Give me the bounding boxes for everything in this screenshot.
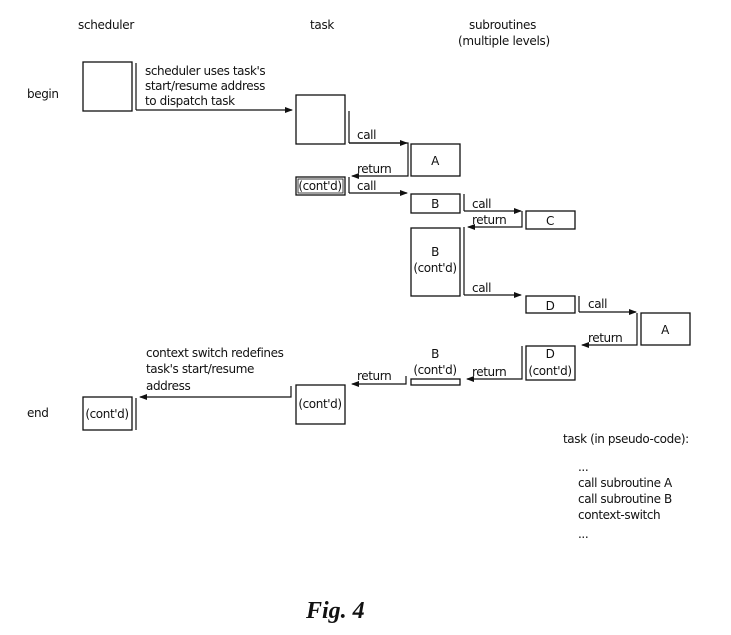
task-contd1-inner	[297, 178, 344, 194]
task-contd2-box	[295, 384, 346, 425]
call-b-label: call	[357, 179, 376, 193]
scheduler-end-label: (cont'd)	[85, 407, 128, 421]
figure-caption: Fig. 4	[305, 598, 365, 624]
return-a2-label: return	[588, 331, 622, 345]
scheduler-begin-box	[82, 61, 133, 112]
context-switch-note-line3: address	[146, 379, 190, 393]
subroutine-d-label: D	[546, 299, 555, 313]
subroutine-b-contd2-box	[410, 378, 461, 386]
return-d-arrow	[466, 346, 523, 382]
dispatch-note-line2: start/resume address	[145, 79, 265, 93]
dispatch-note-line3: to dispatch task	[145, 94, 235, 108]
column-header-task: task	[310, 18, 334, 32]
subroutine-b-box	[410, 193, 461, 214]
return-d-label: return	[472, 365, 506, 379]
subroutine-b-contd-suffix: (cont'd)	[413, 261, 456, 275]
subroutine-d-box	[525, 295, 576, 314]
return-b-label: return	[357, 369, 391, 383]
return-a2-arrow	[581, 313, 638, 348]
task-contd1-box	[295, 176, 346, 196]
call-c-label: call	[472, 197, 491, 211]
return-c-label: return	[472, 213, 506, 227]
subroutine-b-label: B	[431, 197, 439, 211]
pseudo-code-line: context-switch	[578, 508, 660, 522]
pseudo-code-line: call subroutine A	[578, 476, 673, 490]
subroutine-a1-label: A	[431, 154, 440, 168]
subroutine-b-contd2-suffix: (cont'd)	[413, 363, 456, 377]
return-c-arrow	[467, 211, 523, 230]
subroutine-d-contd-name: D	[546, 347, 555, 361]
subroutine-c-label: C	[546, 214, 554, 228]
pseudo-code-line: ...	[578, 460, 588, 474]
scheduler-end-box	[82, 396, 133, 431]
return-b-arrow	[351, 376, 407, 387]
subroutine-d-contd-box	[525, 345, 576, 381]
subroutine-a2-box	[640, 312, 691, 346]
subroutine-b-contd-box	[410, 227, 461, 297]
column-header-scheduler: scheduler	[78, 18, 134, 32]
pseudo-code-line: ...	[578, 527, 588, 541]
subroutine-d-contd-suffix: (cont'd)	[528, 364, 571, 378]
subroutine-a2-label: A	[661, 323, 670, 337]
subroutine-c-box	[525, 210, 576, 230]
task-begin-box	[295, 94, 346, 145]
subroutine-b-contd2-name: B	[431, 347, 439, 361]
return-a1-label: return	[357, 162, 391, 176]
context-switch-note-line2: task's start/resume	[146, 362, 254, 376]
subroutine-a1-box	[410, 143, 461, 177]
task-contd1-label: (cont'd)	[298, 179, 341, 193]
call-a2-label: call	[588, 297, 607, 311]
pseudo-code-title: task (in pseudo-code):	[563, 432, 689, 446]
call-a1-label: call	[357, 128, 376, 142]
pseudo-code-line: call subroutine B	[578, 492, 672, 506]
return-a1-arrow	[351, 146, 409, 179]
row-label-begin: begin	[27, 87, 59, 101]
subroutine-b-contd-name: B	[431, 245, 439, 259]
row-label-end: end	[27, 406, 48, 420]
column-header-subroutines: subroutines	[469, 18, 536, 32]
call-d-label: call	[472, 281, 491, 295]
context-switch-note-line1: context switch redefines	[146, 346, 284, 360]
task-contd2-label: (cont'd)	[298, 397, 341, 411]
context-switch-arrow	[139, 386, 292, 400]
column-header-subroutines-sub: (multiple levels)	[458, 34, 550, 48]
dispatch-note-line1: scheduler uses task's	[145, 64, 265, 78]
